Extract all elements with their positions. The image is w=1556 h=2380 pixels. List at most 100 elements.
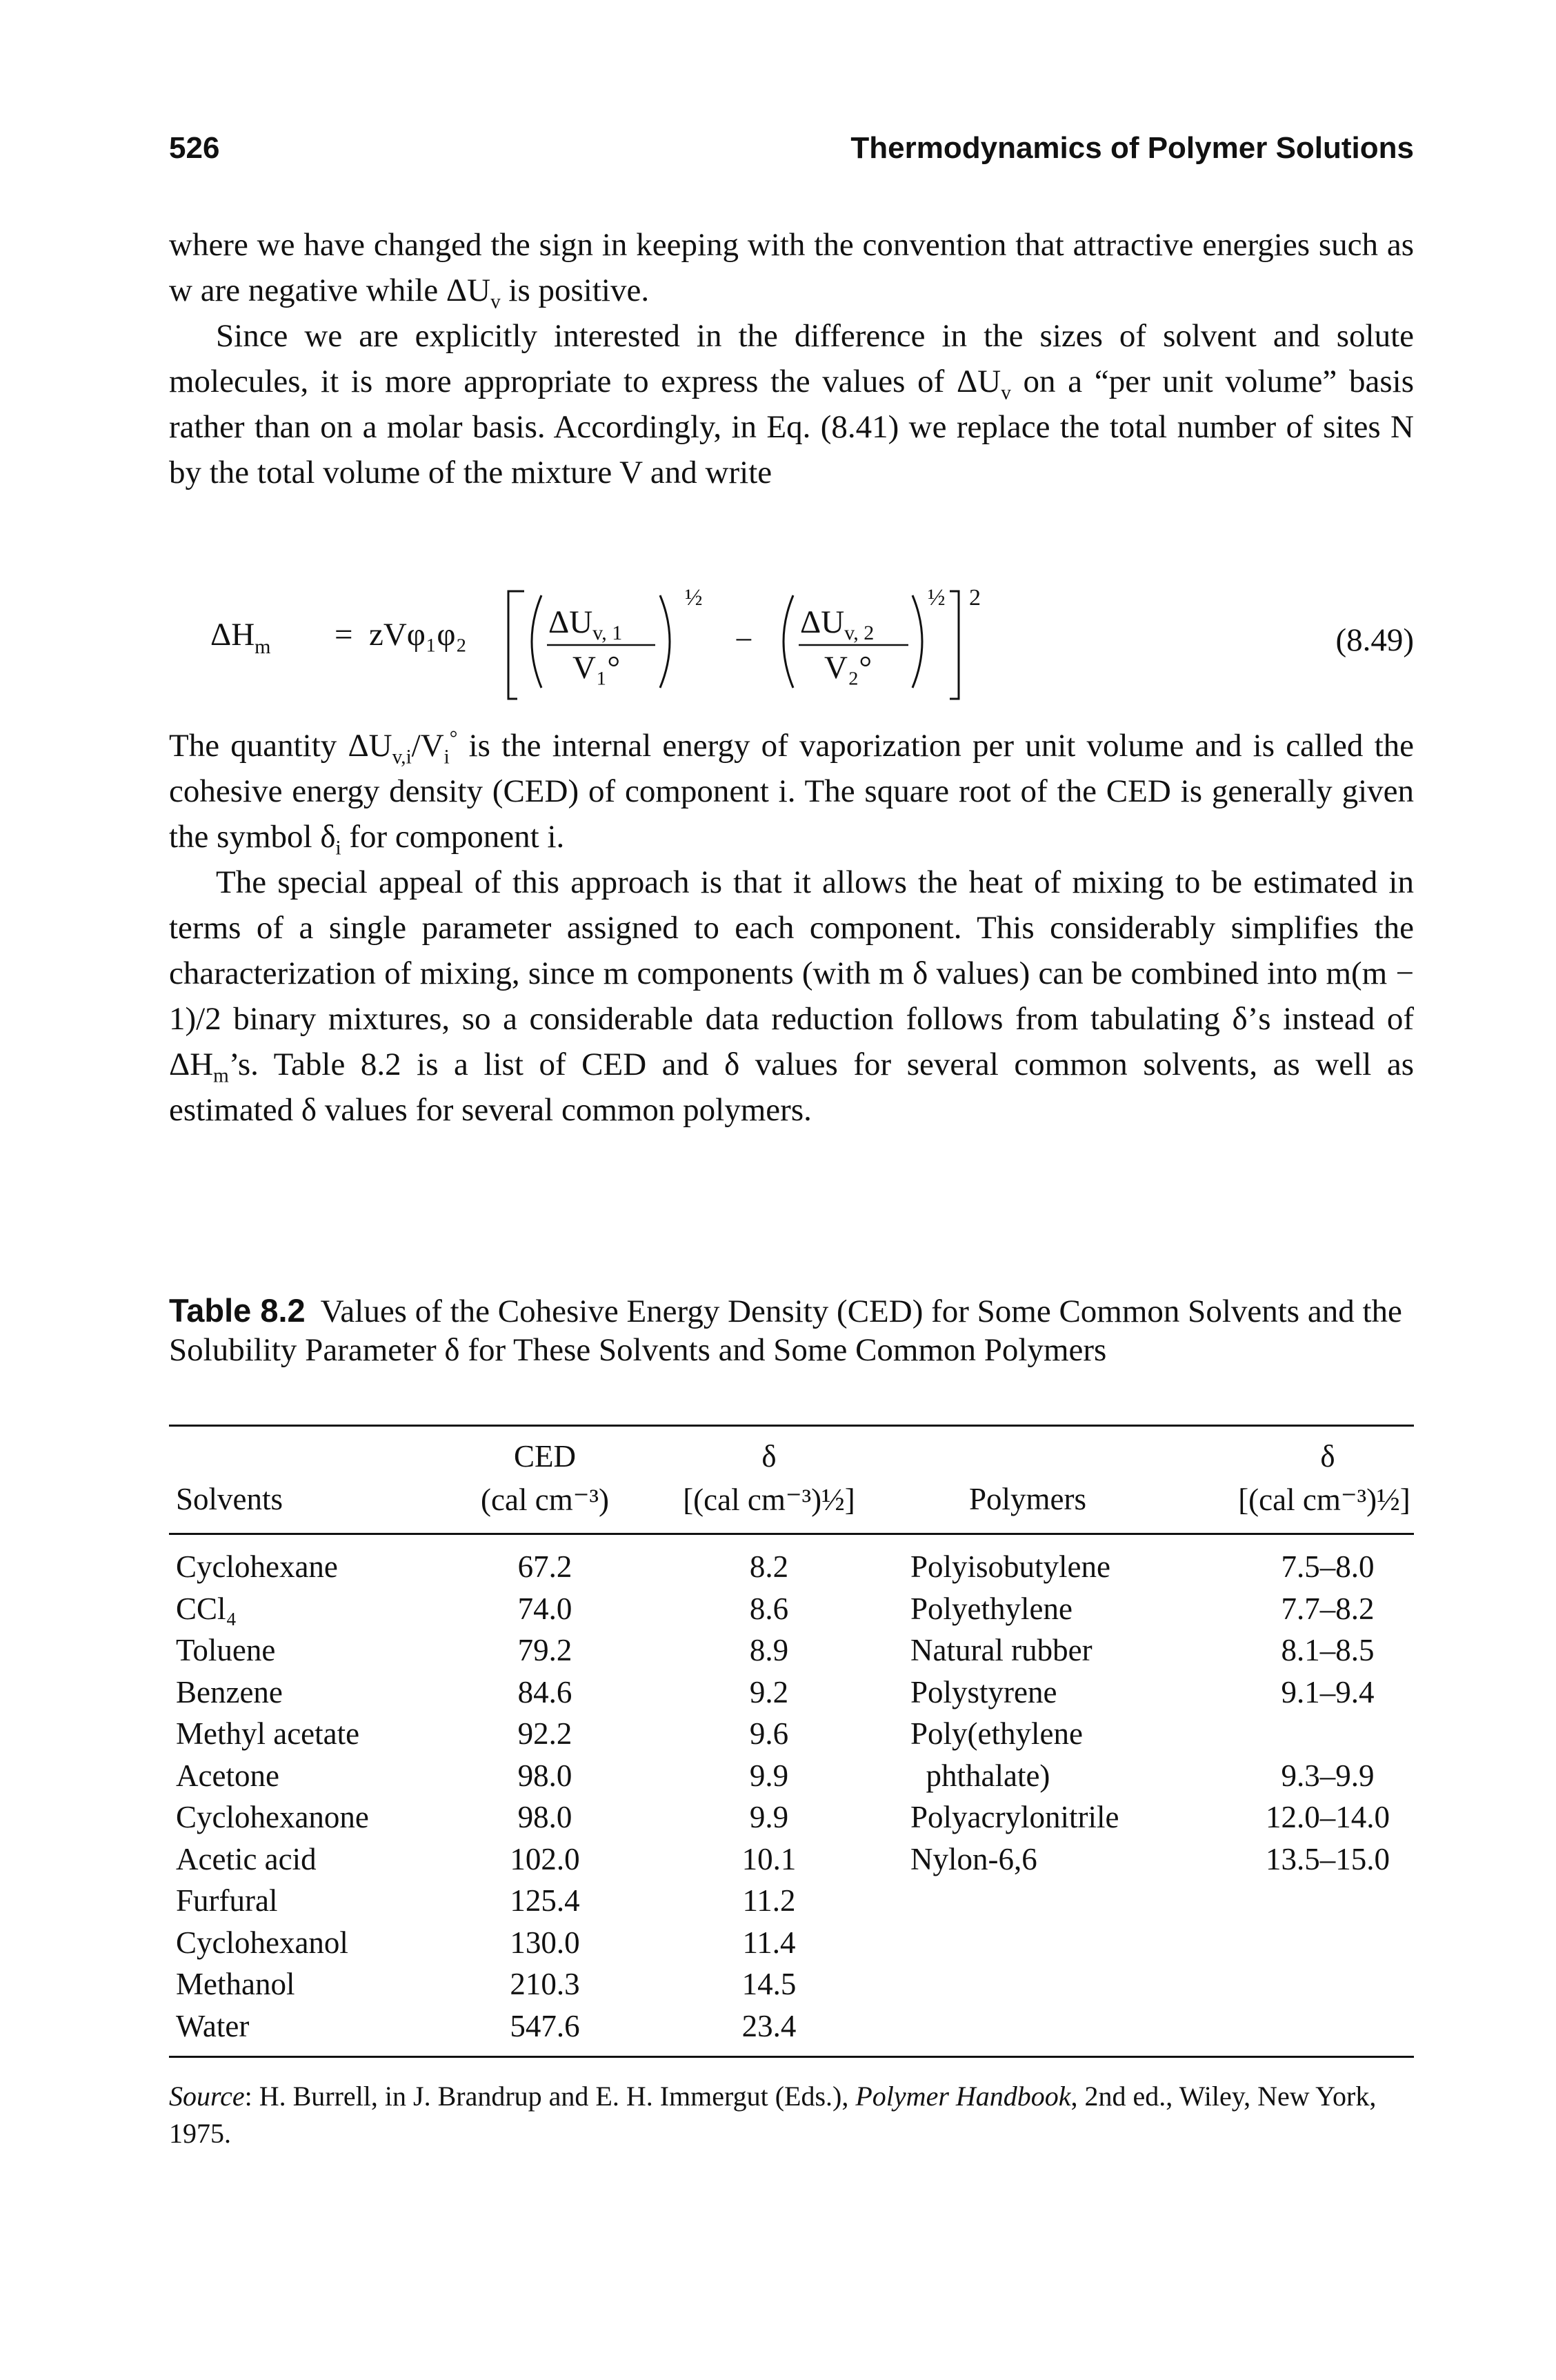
solvent-delta: 9.6 xyxy=(749,1716,789,1751)
paren-left-2 xyxy=(782,595,795,688)
header-delta: δ xyxy=(761,1439,777,1474)
paren-right-2 xyxy=(911,595,924,688)
solvent-delta: 11.4 xyxy=(742,1925,796,1960)
polymer-name: phthalate) xyxy=(910,1758,1050,1793)
equation-8-49: ΔHm = zVφ₁φ₂ ΔUv, 1 V₁° ½ − ΔUv, 2 V₂ xyxy=(169,576,1414,714)
solvent-ced: 125.4 xyxy=(510,1883,580,1918)
table-row: Benzene 84.6 9.2 Polystyrene 9.1–9.4 xyxy=(169,1674,1414,1716)
table-row: Acetic acid 102.0 10.1 Nylon-6,6 13.5–15.0 xyxy=(169,1841,1414,1883)
solvent-name: Cyclohexane xyxy=(176,1549,338,1584)
polymer-delta: 13.5–15.0 xyxy=(1266,1841,1390,1876)
solvent-name: Methyl acetate xyxy=(176,1716,360,1751)
solvent-delta: 8.9 xyxy=(749,1633,789,1667)
solvent-ced: 102.0 xyxy=(510,1841,580,1876)
solvent-delta: 8.2 xyxy=(749,1549,789,1584)
solvent-delta: 14.5 xyxy=(741,1967,797,2001)
solvent-delta: 11.2 xyxy=(742,1883,796,1918)
table-row: Methyl acetate 92.2 9.6 Poly(ethylene xyxy=(169,1716,1414,1757)
solvent-ced: 79.2 xyxy=(517,1633,572,1667)
eq-denominator-1: V₁° xyxy=(572,650,620,686)
eq-numerator-1: ΔUv, 1 xyxy=(548,604,622,644)
source-label: Source xyxy=(169,2081,245,2112)
eq-minus: − xyxy=(735,622,753,658)
paragraph-4: The special appeal of this approach is t… xyxy=(169,864,1414,1128)
table-row: CCl₄ 74.0 8.6 Polyethylene 7.7–8.2 xyxy=(169,1591,1414,1632)
solvent-delta: 9.2 xyxy=(749,1674,789,1709)
header-delta-polymer: δ xyxy=(1320,1439,1335,1474)
solvent-ced: 210.3 xyxy=(510,1967,580,2001)
solvent-delta: 8.6 xyxy=(749,1591,789,1626)
header-delta-polymer-unit: [(cal cm⁻³)½] xyxy=(1238,1482,1410,1517)
table-label: Table 8.2 xyxy=(169,1292,306,1329)
solvent-name: CCl₄ xyxy=(176,1591,237,1626)
table-bottom-rule xyxy=(169,2056,1414,2058)
polymer-name: Polystyrene xyxy=(910,1674,1057,1709)
table-row: Cyclohexanol 130.0 11.4 xyxy=(169,1925,1414,1966)
outer-left-bracket xyxy=(507,590,517,700)
table-row: Furfural 125.4 11.2 xyxy=(169,1883,1414,1924)
body-text-2: The quantity ΔUv,i/Vi° is the internal e… xyxy=(169,723,1414,1133)
solvent-name: Acetic acid xyxy=(176,1841,317,1876)
polymer-name: Polyacrylonitrile xyxy=(910,1800,1119,1834)
exponent-half-2: ½ xyxy=(928,585,946,611)
paren-right-1 xyxy=(659,595,671,688)
polymer-delta: 7.7–8.2 xyxy=(1281,1591,1375,1626)
paragraph-3: The quantity ΔUv,i/Vi° is the internal e… xyxy=(169,727,1414,860)
solvent-ced: 92.2 xyxy=(517,1716,572,1751)
header-ced: CED xyxy=(514,1439,576,1474)
solvent-name: Cyclohexanone xyxy=(176,1800,369,1834)
solvent-ced: 547.6 xyxy=(510,2008,580,2043)
solvent-delta: 23.4 xyxy=(741,2008,797,2043)
paragraph-1: where we have changed the sign in keepin… xyxy=(169,227,1414,313)
solvent-ced: 67.2 xyxy=(517,1549,572,1584)
solvent-ced: 74.0 xyxy=(517,1591,572,1626)
running-title: Thermodynamics of Polymer Solutions xyxy=(850,131,1414,165)
solvent-delta: 9.9 xyxy=(749,1758,789,1793)
polymer-name: Polyisobutylene xyxy=(910,1549,1110,1584)
paren-left-1 xyxy=(530,595,543,688)
table-caption-text: Values of the Cohesive Energy Density (C… xyxy=(169,1293,1402,1368)
solvent-name: Acetone xyxy=(176,1758,279,1793)
equation-number: (8.49) xyxy=(1335,622,1414,658)
solvent-name: Water xyxy=(176,2008,250,2043)
outer-right-bracket xyxy=(950,590,960,700)
exponent-half-1: ½ xyxy=(685,585,703,611)
solvent-name: Benzene xyxy=(176,1674,283,1709)
solvent-ced: 98.0 xyxy=(517,1758,572,1793)
polymer-name: Nylon-6,6 xyxy=(910,1841,1037,1876)
eq-lhs: ΔHm xyxy=(210,617,271,658)
polymer-name: Poly(ethylene xyxy=(910,1716,1083,1751)
table-source-note: Source: H. Burrell, in J. Brandrup and E… xyxy=(169,2081,1377,2149)
paragraph-2: Since we are explicitly interested in th… xyxy=(169,318,1414,490)
polymer-delta: 9.1–9.4 xyxy=(1281,1674,1375,1709)
eq-equals: = xyxy=(335,617,353,653)
solvent-delta: 9.9 xyxy=(749,1800,789,1834)
polymer-delta: 12.0–14.0 xyxy=(1266,1800,1390,1834)
exponent-square: 2 xyxy=(969,585,981,611)
solvent-delta: 10.1 xyxy=(741,1841,797,1876)
running-header: 526 Thermodynamics of Polymer Solutions xyxy=(169,131,1414,172)
table-row: Water 547.6 23.4 xyxy=(169,2008,1414,2050)
polymer-delta: 9.3–9.9 xyxy=(1281,1758,1375,1793)
table-header-rule xyxy=(169,1533,1414,1535)
eq-numerator-2: ΔUv, 2 xyxy=(800,604,874,644)
solvent-name: Furfural xyxy=(176,1883,278,1918)
polymer-name: Polyethylene xyxy=(910,1591,1073,1626)
header-delta-unit: [(cal cm⁻³)½] xyxy=(683,1482,855,1517)
table-row: Acetone 98.0 9.9 phthalate) 9.3–9.9 xyxy=(169,1758,1414,1799)
solvent-ced: 130.0 xyxy=(510,1925,580,1960)
solvent-ced: 84.6 xyxy=(517,1674,572,1709)
header-ced-unit: (cal cm⁻³) xyxy=(481,1482,609,1517)
page-number: 526 xyxy=(169,131,220,165)
solvent-name: Toluene xyxy=(176,1633,276,1667)
polymer-delta: 8.1–8.5 xyxy=(1281,1633,1375,1667)
eq-denominator-2: V₂° xyxy=(824,650,872,686)
solvent-name: Cyclohexanol xyxy=(176,1925,348,1960)
header-solvents: Solvents xyxy=(176,1482,283,1516)
